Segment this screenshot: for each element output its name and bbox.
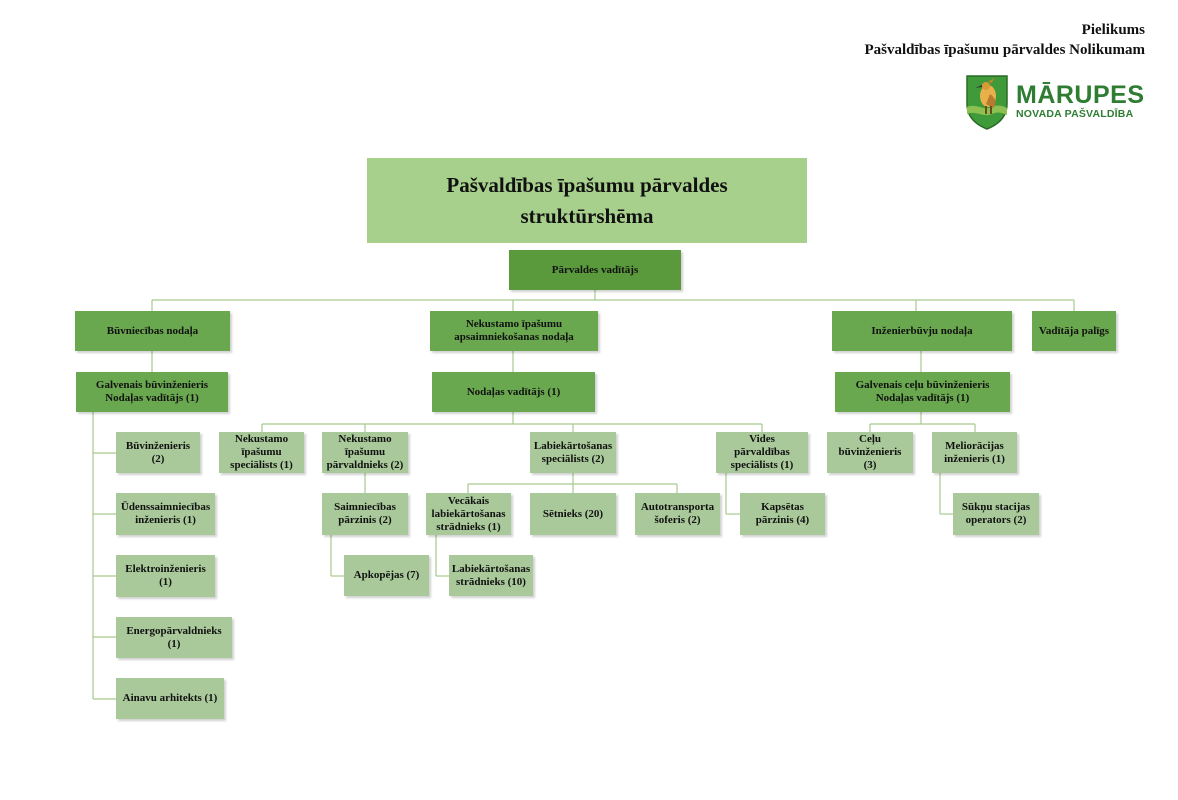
chart-title-line-2: struktūrshēma xyxy=(520,203,654,228)
real-estate-manager-box: Nekustamo īpašumu pārvaldnieks (2) xyxy=(322,432,408,473)
construction-head-box: Galvenais būvinženieris Nodaļas vadītājs… xyxy=(76,372,228,412)
real-estate-department-box: Nekustamo īpašumu apsaimniekošanas nodaļ… xyxy=(430,311,598,351)
pump-operators-box: Sūkņu stacijas operators (2) xyxy=(953,493,1039,535)
real-estate-head-box: Nodaļas vadītājs (1) xyxy=(432,372,595,412)
melioration-engineer-box: Meliorācijas inženieris (1) xyxy=(932,432,1017,473)
landscaping-specialists-box: Labiekārtošanas speciālists (2) xyxy=(530,432,616,473)
logo: MĀRUPES NOVADA PAŠVALDĪBA xyxy=(964,74,1154,130)
construction-staff-item: Ūdenssaimniecības inženieris (1) xyxy=(116,493,215,535)
landscaping-workers-box: Labiekārtošanas strādnieks (10) xyxy=(449,555,533,596)
road-engineer-box: Ceļu būvinženieris (3) xyxy=(827,432,913,473)
header-line-2: Pašvaldības īpašumu pārvaldes Nolikumam xyxy=(864,42,1145,58)
document-header: Pielikums Pašvaldības īpašumu pārvaldes … xyxy=(865,20,1145,60)
director-box: Pārvaldes vadītājs xyxy=(509,250,681,290)
construction-staff-item: Būvinženieris (2) xyxy=(116,432,200,473)
engineering-head-box: Galvenais ceļu būvinženieris Nodaļas vad… xyxy=(835,372,1010,412)
logo-subtitle: NOVADA PAŠVALDĪBA xyxy=(1016,108,1134,120)
construction-staff-item: Elektroinženieris (1) xyxy=(116,555,215,597)
household-manager-box: Saimniecības pārzinis (2) xyxy=(322,493,408,535)
real-estate-specialist-box: Nekustamo īpašumu speciālists (1) xyxy=(219,432,304,473)
cleaners-box: Apkopējas (7) xyxy=(344,555,429,596)
chart-title: Pašvaldības īpašumu pārvaldes struktūrsh… xyxy=(367,158,807,243)
construction-staff-item: Energopārvaldnieks (1) xyxy=(116,617,232,658)
janitors-box: Sētnieks (20) xyxy=(530,493,616,535)
chart-title-line-1: Pašvaldības īpašumu pārvaldes xyxy=(446,172,728,197)
marupe-coat-of-arms-icon xyxy=(966,75,1008,130)
construction-department-box: Būvniecības nodaļa xyxy=(75,311,230,351)
cemetery-manager-box: Kapsētas pārzinis (4) xyxy=(740,493,825,535)
construction-staff-item: Ainavu arhitekts (1) xyxy=(116,678,224,719)
senior-worker-box: Vecākais labiekārtošanas strādnieks (1) xyxy=(426,493,511,535)
engineering-department-box: Inženierbūvju nodaļa xyxy=(832,311,1012,351)
logo-title: MĀRUPES xyxy=(1016,81,1145,109)
driver-box: Autotransporta šoferis (2) xyxy=(635,493,720,535)
header-line-1: Pielikums xyxy=(1081,22,1145,38)
environment-specialists-box: Vides pārvaldības speciālists (1) xyxy=(716,432,808,473)
assistant-box: Vadītāja palīgs xyxy=(1032,311,1116,351)
